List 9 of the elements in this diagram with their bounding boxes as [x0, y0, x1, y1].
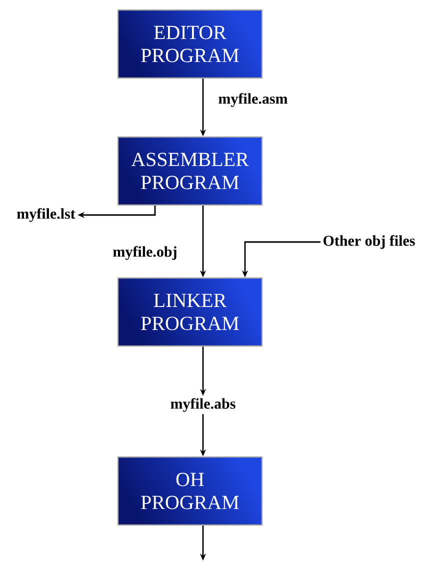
file-label: myfile.lst [17, 208, 76, 222]
process-box: OH PROGRAM [117, 456, 263, 526]
process-box: EDITOR PROGRAM [117, 9, 263, 79]
file-label: Other obj files [324, 235, 415, 249]
edge-label: myfile.obj [112, 245, 178, 261]
file-label: myfile.abs [170, 398, 236, 412]
edge-label: myfile.asm [217, 92, 289, 108]
process-box: LINKER PROGRAM [117, 277, 263, 347]
process-box: ASSEMBLER PROGRAM [117, 136, 263, 206]
